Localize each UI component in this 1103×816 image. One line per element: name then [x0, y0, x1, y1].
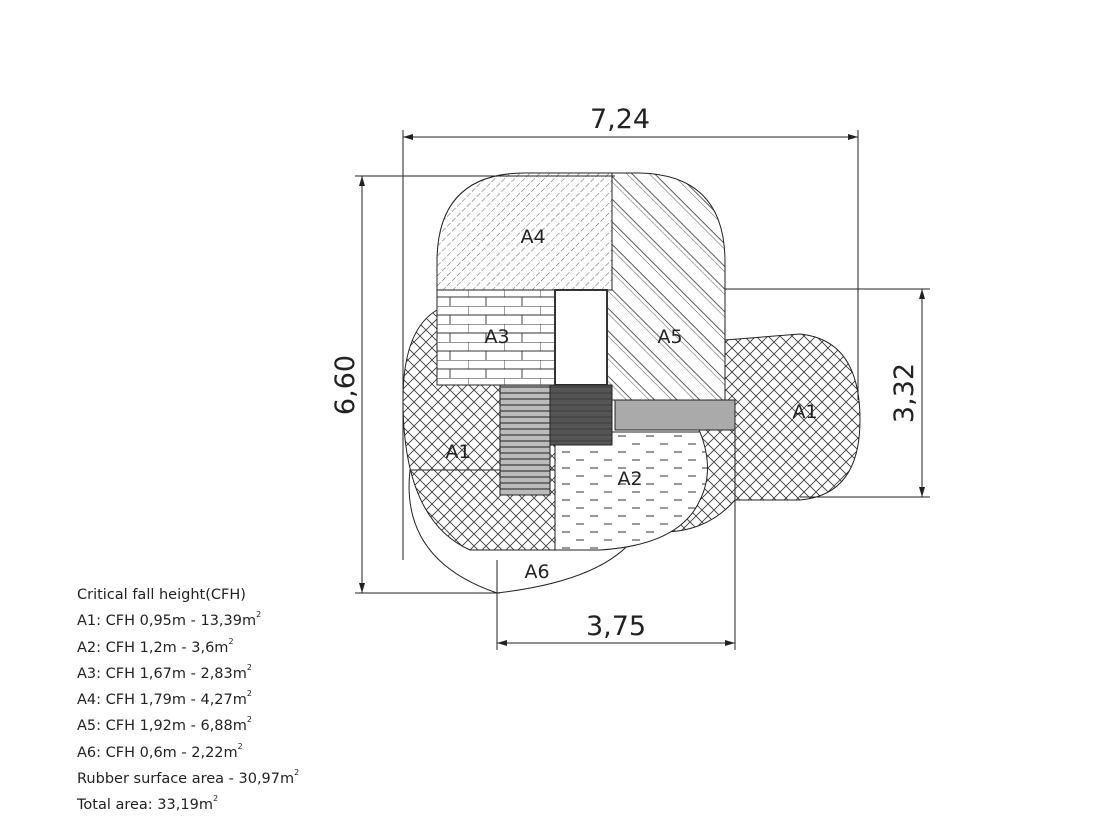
- dim-right-height: 3,32: [889, 363, 920, 423]
- label-a3: A3: [484, 326, 509, 348]
- area-a4: [436, 172, 613, 291]
- bridge: [614, 399, 736, 431]
- legend-item: A4: CFH 1,79m - 4,27m2: [77, 689, 252, 709]
- label-a1-right: A1: [792, 401, 817, 423]
- legend-rubber-area: Rubber surface area - 30,97m2: [77, 768, 300, 788]
- legend-total-area: Total area: 33,19m2: [77, 794, 219, 814]
- dim-bottom-width: 3,75: [586, 611, 646, 642]
- dim-overall-height: 6,60: [330, 355, 361, 415]
- label-a2: A2: [617, 468, 642, 490]
- label-a4: A4: [520, 226, 545, 248]
- dimension-lines: [355, 130, 930, 650]
- legend-item: A5: CFH 1,92m - 6,88m2: [77, 715, 252, 735]
- legend-item: A3: CFH 1,67m - 2,83m2: [77, 662, 252, 682]
- legend: Critical fall height(CFH) A1: CFH 0,95m …: [77, 586, 299, 816]
- label-a1-left: A1: [445, 441, 470, 463]
- legend-item: A2: CFH 1,2m - 3,6m2: [77, 636, 234, 656]
- label-a5: A5: [657, 326, 682, 348]
- legend-item: A1: CFH 0,95m - 13,39m2: [77, 610, 262, 630]
- label-a6: A6: [524, 561, 549, 583]
- slide: [554, 289, 608, 386]
- legend-title: Critical fall height(CFH): [77, 587, 246, 603]
- legend-item: A6: CFH 0,6m - 2,22m2: [77, 741, 243, 761]
- dim-overall-width: 7,24: [590, 104, 650, 135]
